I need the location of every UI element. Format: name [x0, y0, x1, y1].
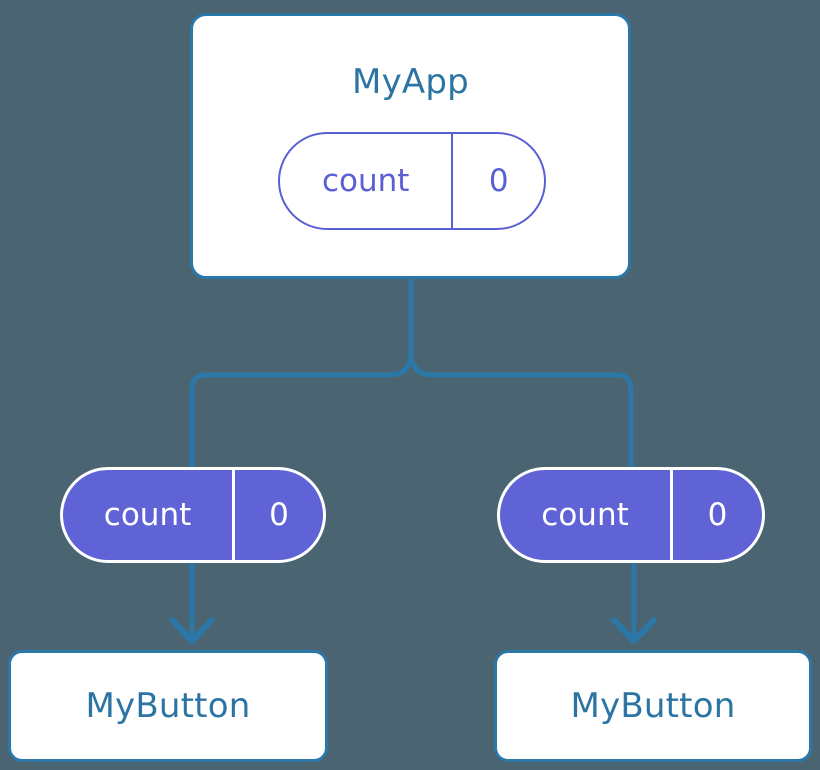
component-title-myapp: MyApp — [352, 62, 469, 102]
state-pill-child-left-value: 0 — [232, 470, 323, 560]
component-title-mybutton-right: MyButton — [570, 686, 736, 726]
connector-branch-left — [189, 351, 414, 468]
component-box-mybutton-left[interactable]: MyButton — [8, 650, 328, 762]
state-pill-child-left[interactable]: count 0 — [60, 467, 326, 563]
state-pill-myapp-key: count — [321, 162, 410, 199]
state-pill-child-left-key: count — [103, 496, 192, 533]
state-pill-child-right[interactable]: count 0 — [497, 467, 765, 563]
arrow-right-head-icon — [611, 617, 657, 644]
arrow-left-head-icon — [169, 617, 215, 644]
state-pill-myapp[interactable]: count 0 — [278, 132, 546, 230]
component-title-mybutton-left: MyButton — [85, 686, 251, 726]
connector-branch-right — [408, 351, 634, 468]
state-pill-myapp-value: 0 — [451, 134, 544, 228]
component-box-mybutton-right[interactable]: MyButton — [494, 650, 812, 762]
state-pill-child-right-key: count — [541, 496, 629, 533]
state-pill-child-right-value: 0 — [670, 470, 762, 560]
